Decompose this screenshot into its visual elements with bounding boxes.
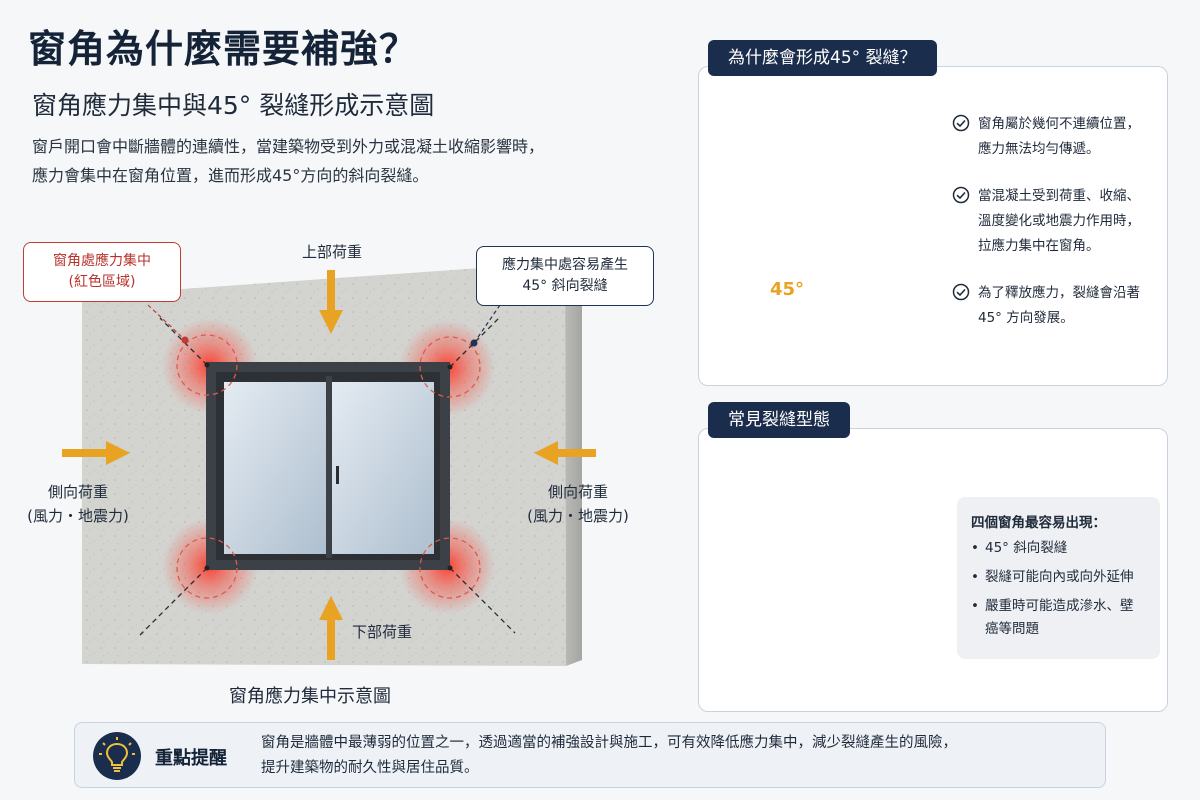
why-point-1-line1: 窗角屬於幾何不連續位置， — [978, 116, 1140, 132]
corner-markers — [176, 334, 481, 599]
crack-direction-lines — [139, 316, 516, 636]
tip-text: 窗角是牆體中最薄弱的位置之一，透過適當的補強設計與施工，可有效降低應力集中，減少… — [261, 731, 1091, 781]
bottom-load-label: 下部荷重 — [351, 623, 412, 641]
panel-why-header: 為什麼會形成45° 裂縫？ — [708, 40, 937, 76]
crack-callout: 應力集中處容易產生 45° 斜向裂縫 — [476, 246, 654, 306]
why-point-2-line2: 溫度變化或地震力作用時， — [978, 213, 1140, 229]
page-title: 窗角為什麼需要補強？ — [28, 27, 419, 71]
tip-title: 重點提醒 — [155, 748, 227, 769]
check-circle-icon — [952, 186, 970, 204]
tip-text-line1: 窗角是牆體中最薄弱的位置之一，透過適當的補強設計與施工，可有效降低應力集中，減少… — [261, 735, 957, 751]
arrow-up-icon — [319, 596, 343, 660]
why-point-2-line3: 拉應力集中在窗角。 — [978, 238, 1100, 254]
why-point: 當混凝土受到荷重、收縮、 溫度變化或地震力作用時， 拉應力集中在窗角。 — [952, 184, 1162, 259]
panel-why — [698, 66, 1168, 386]
lightbulb-icon — [93, 732, 141, 780]
angle-label: 45° — [764, 276, 810, 304]
right-load-line2: (風力・地震力) — [527, 507, 629, 525]
arrow-right-icon — [62, 441, 130, 465]
arrow-down-icon — [319, 270, 343, 334]
why-point: 窗角屬於幾何不連續位置， 應力無法均勻傳遞。 — [952, 112, 1162, 162]
why-point-1-line2: 應力無法均勻傳遞。 — [978, 141, 1100, 157]
list-item: 裂縫可能向內或向外延伸 — [971, 566, 1146, 589]
left-load-line1: 側向荷重 — [47, 483, 108, 501]
crack-callout-line2: 45° 斜向裂縫 — [522, 278, 608, 294]
crack-types-title: 四個窗角最容易出現： — [971, 515, 1106, 531]
why-point-3-line2: 45° 方向發展。 — [978, 310, 1074, 326]
main-window — [206, 362, 450, 570]
right-load-label: 側向荷重 (風力・地震力) — [508, 480, 648, 528]
corner-dots — [204, 362, 453, 571]
panel-why-points: 窗角屬於幾何不連續位置， 應力無法均勻傳遞。 當混凝土受到荷重、收縮、 溫度變化… — [952, 112, 1162, 353]
stress-zone-callout-line2: (紅色區域) — [68, 274, 136, 290]
page-description: 窗戶開口會中斷牆體的連續性，當建築物受到外力或混凝土收縮影響時，應力會集中在窗角… — [32, 137, 545, 185]
right-load-line1: 側向荷重 — [547, 483, 608, 501]
panel-types-header: 常見裂縫型態 — [708, 402, 850, 438]
tip-text-line2: 提升建築物的耐久性與居住品質。 — [261, 760, 479, 776]
arrow-left-icon — [534, 441, 596, 465]
check-circle-icon — [952, 283, 970, 301]
top-load-label: 上部荷重 — [301, 243, 362, 261]
left-load-line2: (風力・地震力) — [27, 507, 129, 525]
page-subtitle: 窗角應力集中與45° 裂縫形成示意圖 — [32, 91, 435, 120]
diagram-caption: 窗角應力集中示意圖 — [229, 686, 391, 707]
callout-leaders — [147, 304, 501, 347]
stress-zone-callout: 窗角處應力集中 (紅色區域) — [23, 242, 181, 302]
why-point: 為了釋放應力，裂縫會沿著 45° 方向發展。 — [952, 281, 1162, 331]
why-point-3-line1: 為了釋放應力，裂縫會沿著 — [978, 285, 1140, 301]
list-item: 45° 斜向裂縫 — [971, 537, 1146, 560]
crack-callout-line1: 應力集中處容易產生 — [502, 257, 628, 273]
left-load-label: 側向荷重 (風力・地震力) — [8, 480, 148, 528]
tip-box: 重點提醒 窗角是牆體中最薄弱的位置之一，透過適當的補強設計與施工，可有效降低應力… — [74, 722, 1106, 788]
list-item: 嚴重時可能造成滲水、壁癌等問題 — [971, 595, 1146, 641]
why-point-2-line1: 當混凝土受到荷重、收縮、 — [978, 188, 1140, 204]
check-circle-icon — [952, 114, 970, 132]
stress-zone-callout-line1: 窗角處應力集中 — [53, 253, 151, 269]
crack-types-list: 四個窗角最容易出現： 45° 斜向裂縫 裂縫可能向內或向外延伸 嚴重時可能造成滲… — [957, 497, 1160, 659]
load-arrows — [62, 270, 596, 660]
